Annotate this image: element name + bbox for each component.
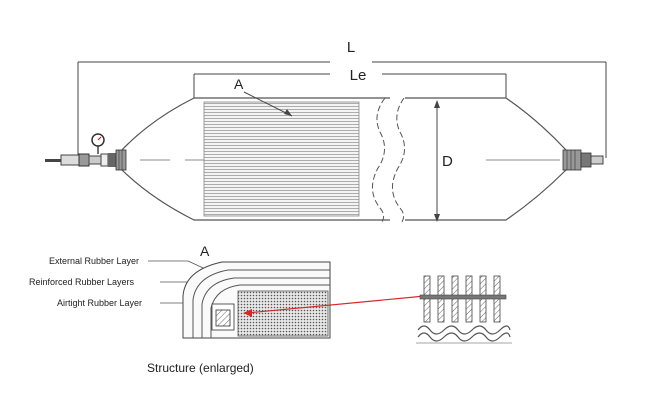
dimension-D: D [434, 100, 453, 222]
reinforced-section [203, 101, 360, 217]
marker-A-bottom: A [200, 243, 210, 259]
airbag-body [119, 97, 567, 221]
section-marker-top: A [234, 76, 293, 117]
inflation-valve-assembly [45, 133, 109, 167]
caption-structure: Structure (enlarged) [147, 361, 254, 375]
enlarged-cross-section [182, 261, 331, 339]
detail-indicator-arrow [243, 295, 426, 317]
label-overall-length: L [347, 39, 355, 56]
label-external-layer: External Rubber Layer [49, 256, 139, 266]
fabric-layer-detail [237, 290, 329, 337]
label-airtight-layer: Airtight Rubber Layer [57, 298, 142, 308]
cord-structure-detail [416, 275, 512, 344]
marker-A-top: A [234, 76, 244, 92]
dimension-L: L [77, 39, 607, 158]
label-diameter: D [442, 153, 453, 170]
dimension-Le: Le [193, 67, 507, 98]
break-marks [372, 97, 405, 223]
left-end-fitting [108, 149, 127, 171]
label-effective-length: Le [350, 67, 367, 84]
right-end-fitting [562, 149, 604, 171]
label-reinforced-layers: Reinforced Rubber Layers [29, 277, 135, 287]
